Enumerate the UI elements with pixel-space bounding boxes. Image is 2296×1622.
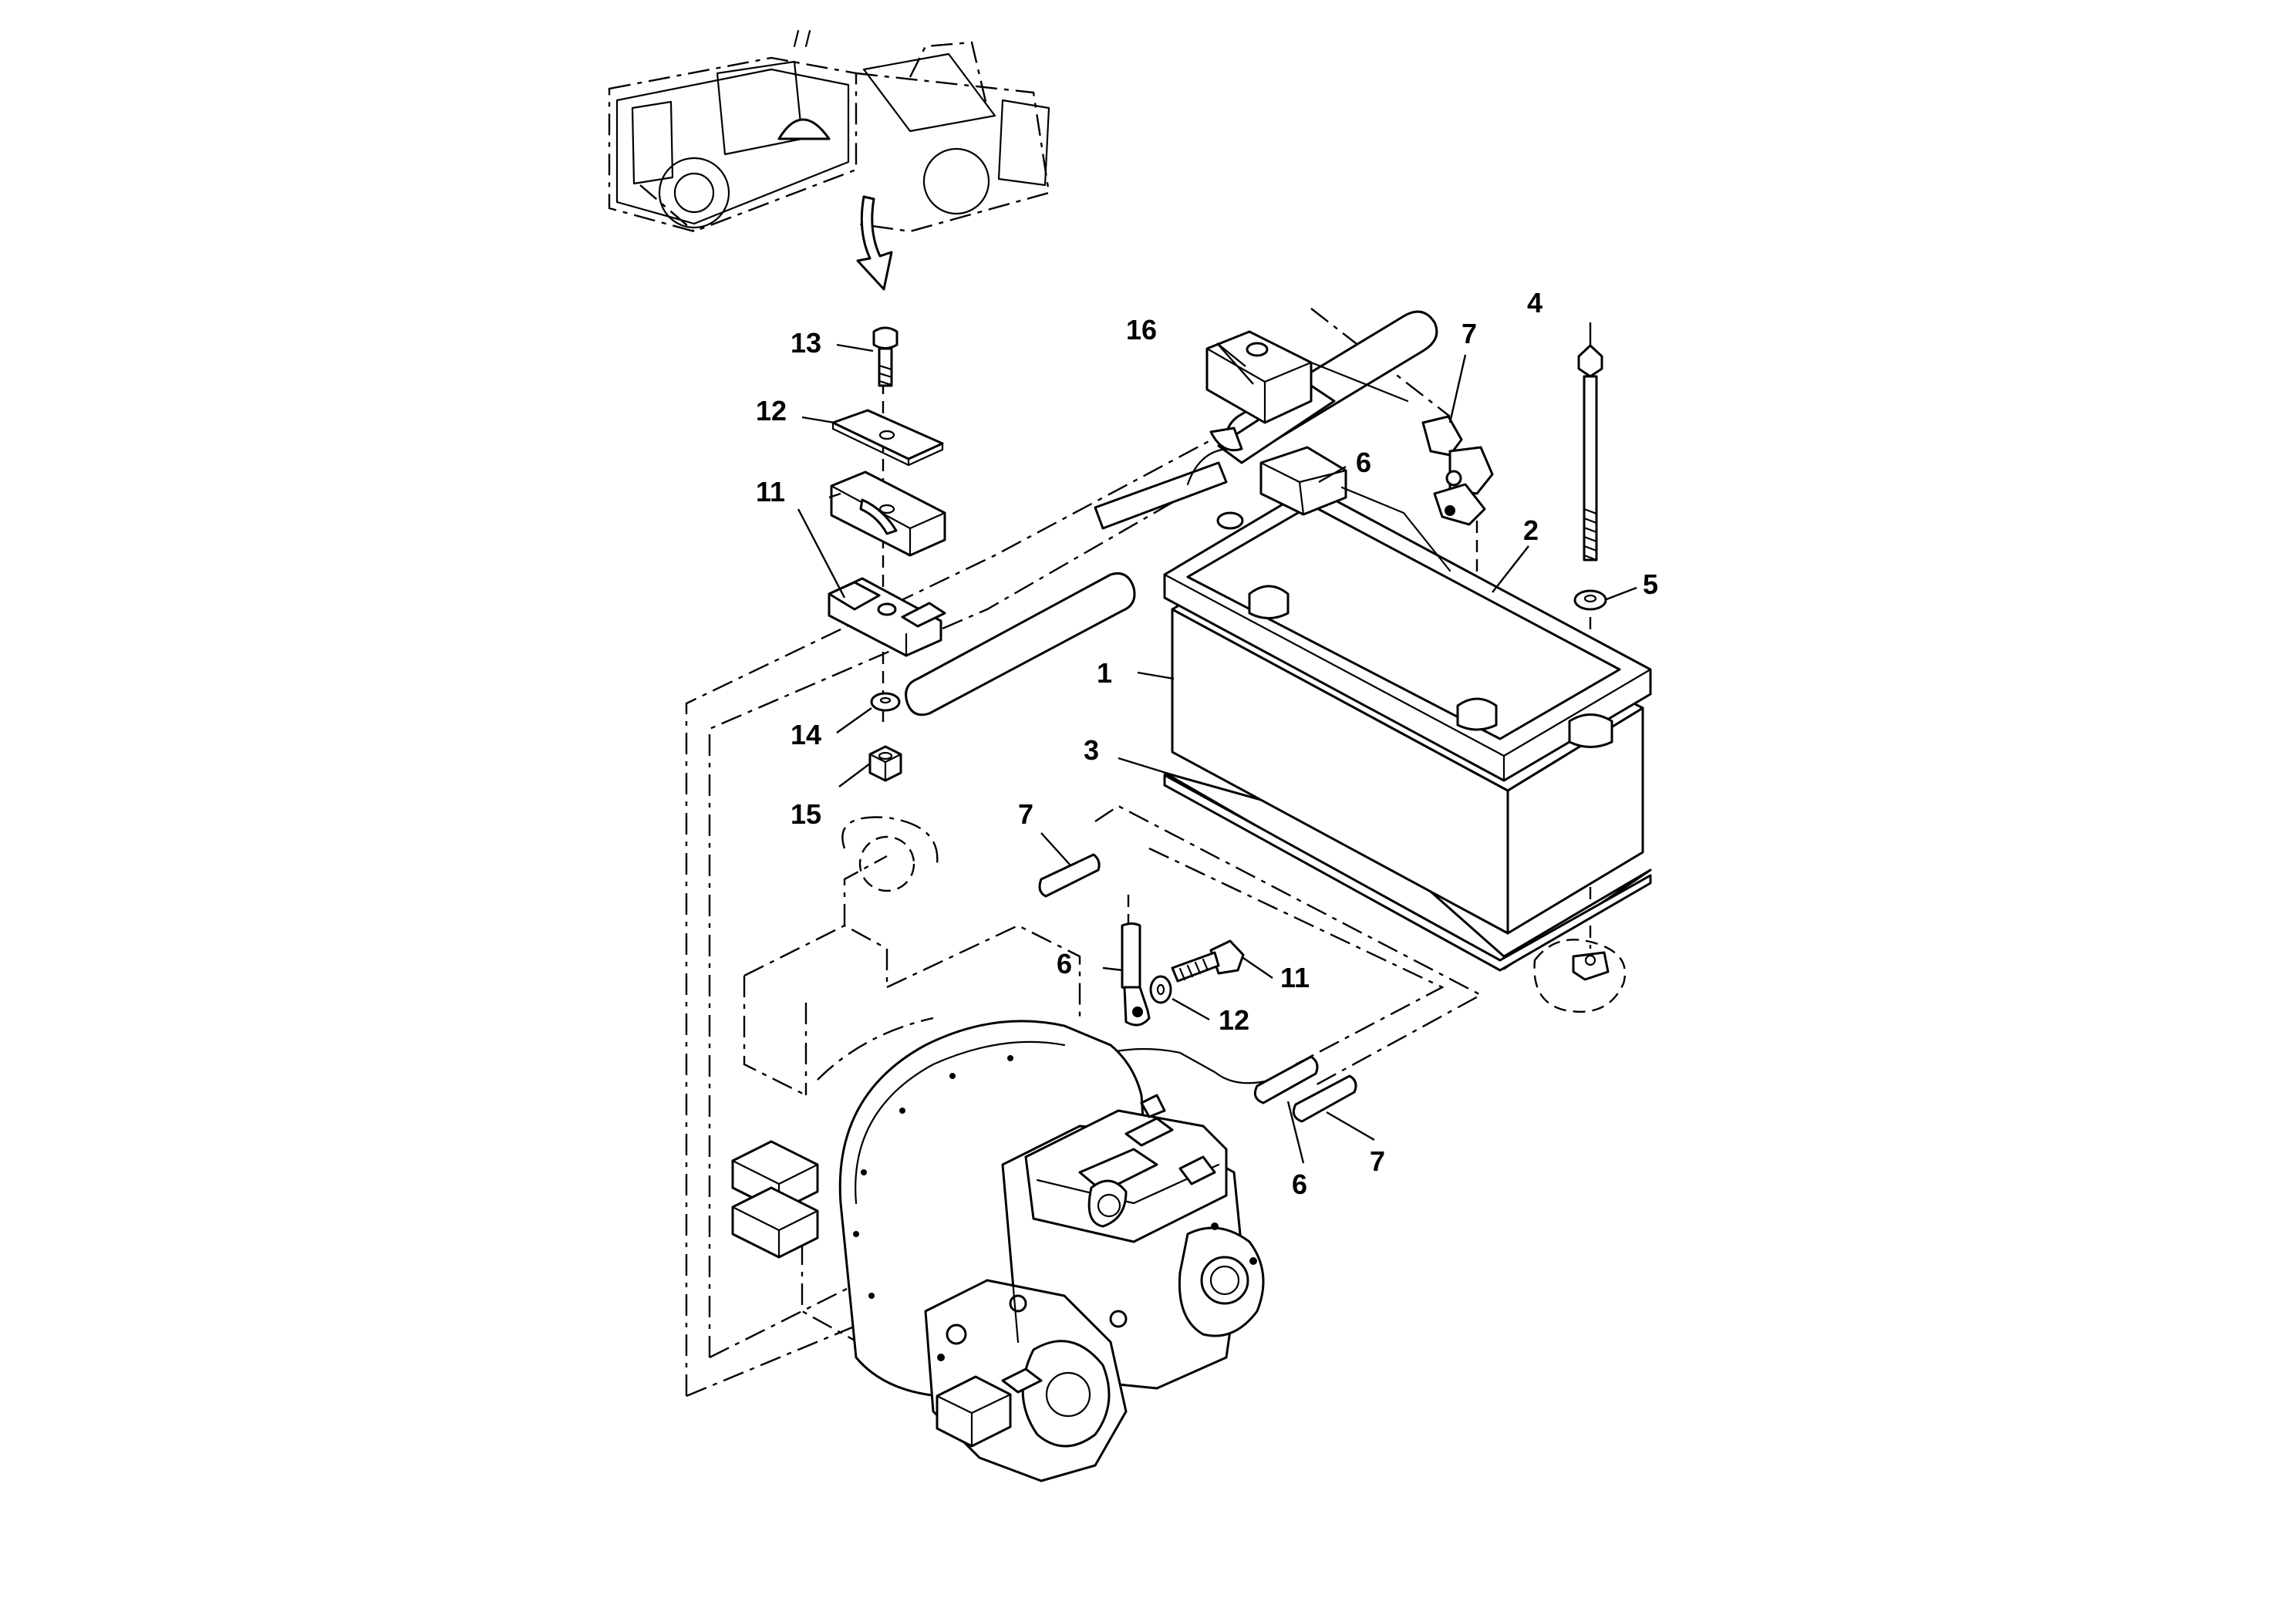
engine-assembly (731, 816, 1265, 1482)
washer-bracket (870, 692, 901, 712)
callout-washer-bracket: 14 (791, 719, 821, 750)
callout-bracket: 11 (756, 476, 785, 508)
callout-sleeve-lower-left: 6 (1292, 1168, 1307, 1200)
callout-clamp-top: 7 (1462, 318, 1477, 349)
callouts: 1 2 3 4 5 6 7 11 12 13 14 15 16 7 6 11 1… (756, 287, 1658, 1200)
machine-overview (608, 29, 1050, 291)
callout-bolt: 13 (791, 327, 821, 359)
sleeve-lower-right (1292, 1074, 1357, 1123)
bracket-upper (830, 470, 946, 557)
callout-washer-rod: 5 (1643, 568, 1658, 600)
screw (1171, 939, 1245, 983)
leader-lines (797, 322, 1637, 1164)
callout-sleeve-lower-right: 7 (1370, 1145, 1385, 1177)
terminal-clamp (1421, 415, 1494, 526)
rod (1577, 344, 1603, 561)
callout-cable-lug: 6 (1057, 948, 1072, 980)
callout-screw: 11 (1280, 962, 1310, 993)
battery-pad-slab (1163, 774, 1652, 972)
mount-boss (1533, 939, 1627, 1013)
top-cable (905, 446, 1451, 717)
callout-nut: 15 (791, 798, 821, 830)
callout-pad: 3 (1084, 734, 1099, 766)
washer-lower (1149, 975, 1172, 1004)
callout-battery: 1 (1097, 657, 1112, 689)
bolt (872, 326, 899, 387)
callout-cable-top: 6 (1356, 447, 1371, 478)
upper-cable (1205, 310, 1438, 464)
washer-rod (1573, 589, 1607, 611)
callout-sleeve-upper: 7 (1018, 798, 1033, 830)
bracket-lower (828, 577, 946, 657)
nut (868, 745, 902, 782)
callout-plate: 12 (756, 395, 787, 427)
plate (831, 409, 944, 467)
callout-washer-lower: 12 (1219, 1004, 1249, 1036)
callout-clamp-pair: 16 (1126, 314, 1157, 346)
callout-rod: 4 (1527, 287, 1542, 319)
sleeve-upper (1038, 853, 1101, 898)
callout-frame: 2 (1523, 514, 1539, 546)
cable-lug (1121, 922, 1151, 1027)
sleeve-lower-left (1253, 1055, 1319, 1104)
